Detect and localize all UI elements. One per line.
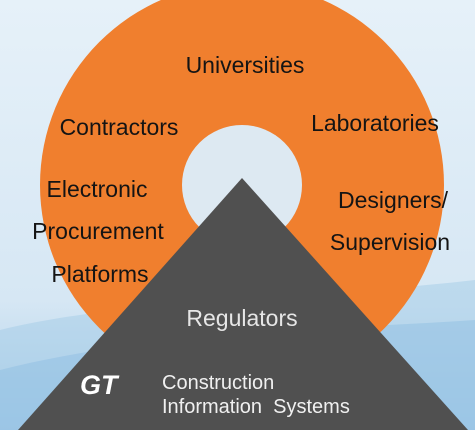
gt-logo: GT [80, 370, 118, 400]
label-information-systems: Information Systems [162, 396, 350, 418]
label-electronic: Electronic [46, 176, 148, 202]
label-designers: Designers/ [338, 187, 448, 213]
label-construction: Construction [162, 372, 275, 394]
label-supervision: Supervision [329, 229, 451, 255]
label-universities: Universities [185, 52, 305, 78]
gt-triangle [18, 178, 468, 430]
label-contractors: Contractors [59, 114, 179, 140]
label-regulators: Regulators [186, 305, 298, 331]
label-platforms: Platforms [51, 261, 149, 287]
label-laboratories: Laboratories [311, 110, 439, 136]
label-procurement: Procurement [32, 218, 164, 244]
